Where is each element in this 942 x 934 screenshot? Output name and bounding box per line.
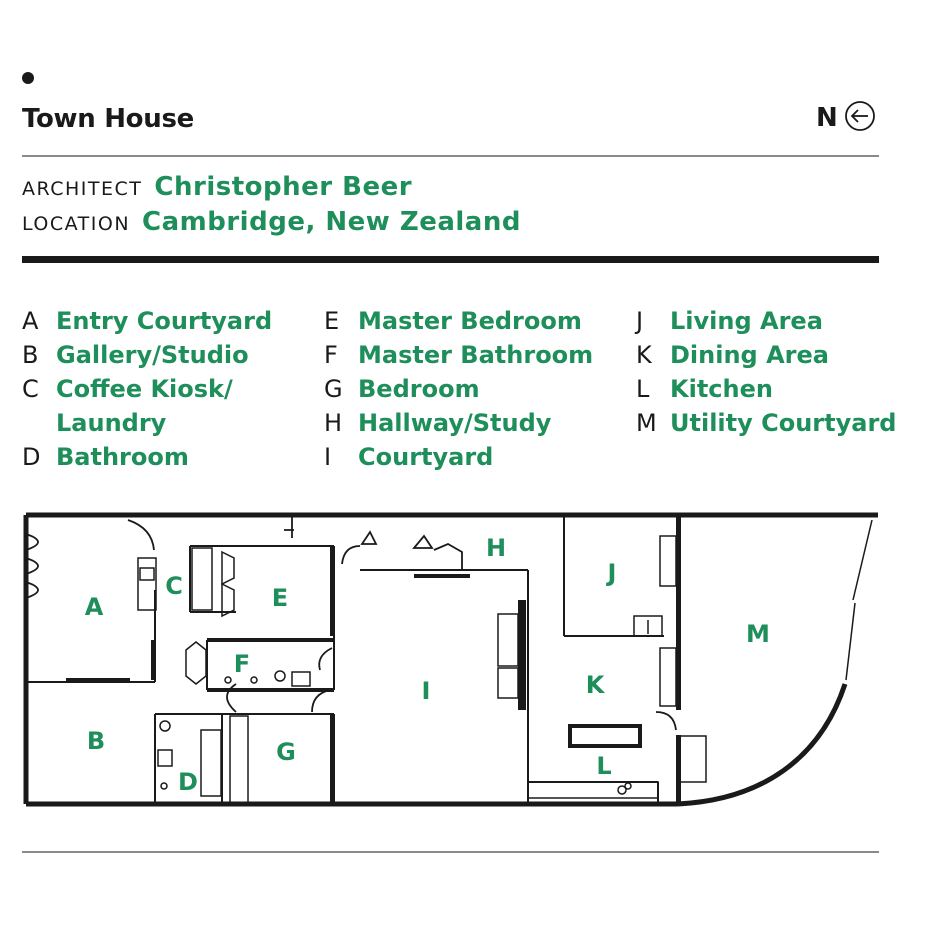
location-row: LOCATION Cambridge, New Zealand [22, 207, 521, 237]
legend-name: Utility Courtyard [670, 409, 897, 437]
plan-label-k: K [586, 671, 606, 699]
meta-divider [22, 256, 879, 263]
location-value: Cambridge, New Zealand [142, 207, 521, 237]
plan-label-f: F [234, 650, 250, 678]
north-indicator: N [816, 100, 876, 136]
entry-gates [25, 516, 677, 731]
legend-name: Entry Courtyard [56, 307, 273, 335]
legend-letter: M [636, 409, 657, 437]
legend-name: Bedroom [358, 375, 480, 403]
legend-item: D Bathroom [22, 440, 272, 474]
location-label: LOCATION [22, 213, 131, 235]
legend-item: E Master Bedroom [324, 304, 593, 338]
legend-letter: G [324, 375, 343, 403]
legend-letter: A [22, 307, 39, 335]
legend-name: Bathroom [56, 443, 189, 471]
interior-walls [26, 515, 664, 804]
legend-name: Laundry [56, 409, 167, 437]
legend-item: G Bedroom [324, 372, 593, 406]
legend-letter: I [324, 443, 332, 471]
plan-label-c: C [165, 572, 183, 600]
legend-name: Dining Area [670, 341, 829, 369]
plan-label-j: J [606, 559, 617, 587]
architect-row: ARCHITECT Christopher Beer [22, 172, 412, 202]
legend-item: F Master Bathroom [324, 338, 593, 372]
legend-name: Living Area [670, 307, 823, 335]
room-labels: A B C D E F G H I J K L M [85, 534, 770, 796]
legend-name: Courtyard [358, 443, 494, 471]
m-courtyard-boundary [845, 519, 873, 681]
plan-label-h: H [486, 534, 506, 562]
legend-item: H Hallway/Study [324, 406, 593, 440]
north-arrow-icon [844, 100, 876, 136]
legend-name: Master Bedroom [358, 307, 582, 335]
footer-divider [22, 851, 879, 853]
legend-letter: E [324, 307, 340, 335]
plan-label-g: G [276, 738, 296, 766]
legend-item: C Coffee Kiosk/ [22, 372, 272, 406]
plan-label-d: D [178, 768, 198, 796]
legend-name: Hallway/Study [358, 409, 552, 437]
legend-item: Laundry [22, 406, 272, 440]
page-title: Town House [22, 104, 194, 134]
legend-letter: F [324, 341, 338, 369]
plan-label-m: M [746, 620, 770, 648]
legend-name: Master Bathroom [358, 341, 594, 369]
north-label: N [816, 103, 838, 133]
legend-name: Gallery/Studio [56, 341, 249, 369]
legend-name: Kitchen [670, 375, 773, 403]
legend-column-1: A Entry Courtyard B Gallery/Studio C Coffee… [22, 304, 272, 474]
exterior-walls [23, 512, 878, 807]
legend-letter: D [22, 443, 41, 471]
plan-label-i: I [422, 677, 431, 705]
legend-item: A Entry Courtyard [22, 304, 272, 338]
legend-column-3: J Living Area K Dining Area L Kitchen M Util… [636, 304, 896, 440]
plan-label-b: B [87, 727, 105, 755]
legend-letter: C [22, 375, 39, 403]
bullet-dot [22, 72, 34, 84]
architect-label: ARCHITECT [22, 178, 143, 200]
plan-label-l: L [596, 752, 611, 780]
legend-item: L Kitchen [636, 372, 896, 406]
legend-item: B Gallery/Studio [22, 338, 272, 372]
legend-item: J Living Area [636, 304, 896, 338]
legend-letter: K [636, 341, 652, 369]
legend-item: I Courtyard [324, 440, 593, 474]
legend-letter: L [636, 375, 650, 403]
fixtures [137, 535, 707, 805]
architect-value: Christopher Beer [154, 172, 413, 202]
legend-letter: J [636, 307, 644, 335]
legend-name: Coffee Kiosk/ [56, 375, 233, 403]
legend-letter: H [324, 409, 343, 437]
legend-column-2: E Master Bedroom F Master Bathroom G Bedroo… [324, 304, 593, 474]
header-divider [22, 155, 879, 157]
plan-label-a: A [85, 593, 104, 621]
legend-item: K Dining Area [636, 338, 896, 372]
island-bench [568, 724, 642, 748]
legend-letter: B [22, 341, 39, 369]
glazing [66, 574, 522, 710]
legend-item: M Utility Courtyard [636, 406, 896, 440]
plan-label-e: E [272, 584, 288, 612]
